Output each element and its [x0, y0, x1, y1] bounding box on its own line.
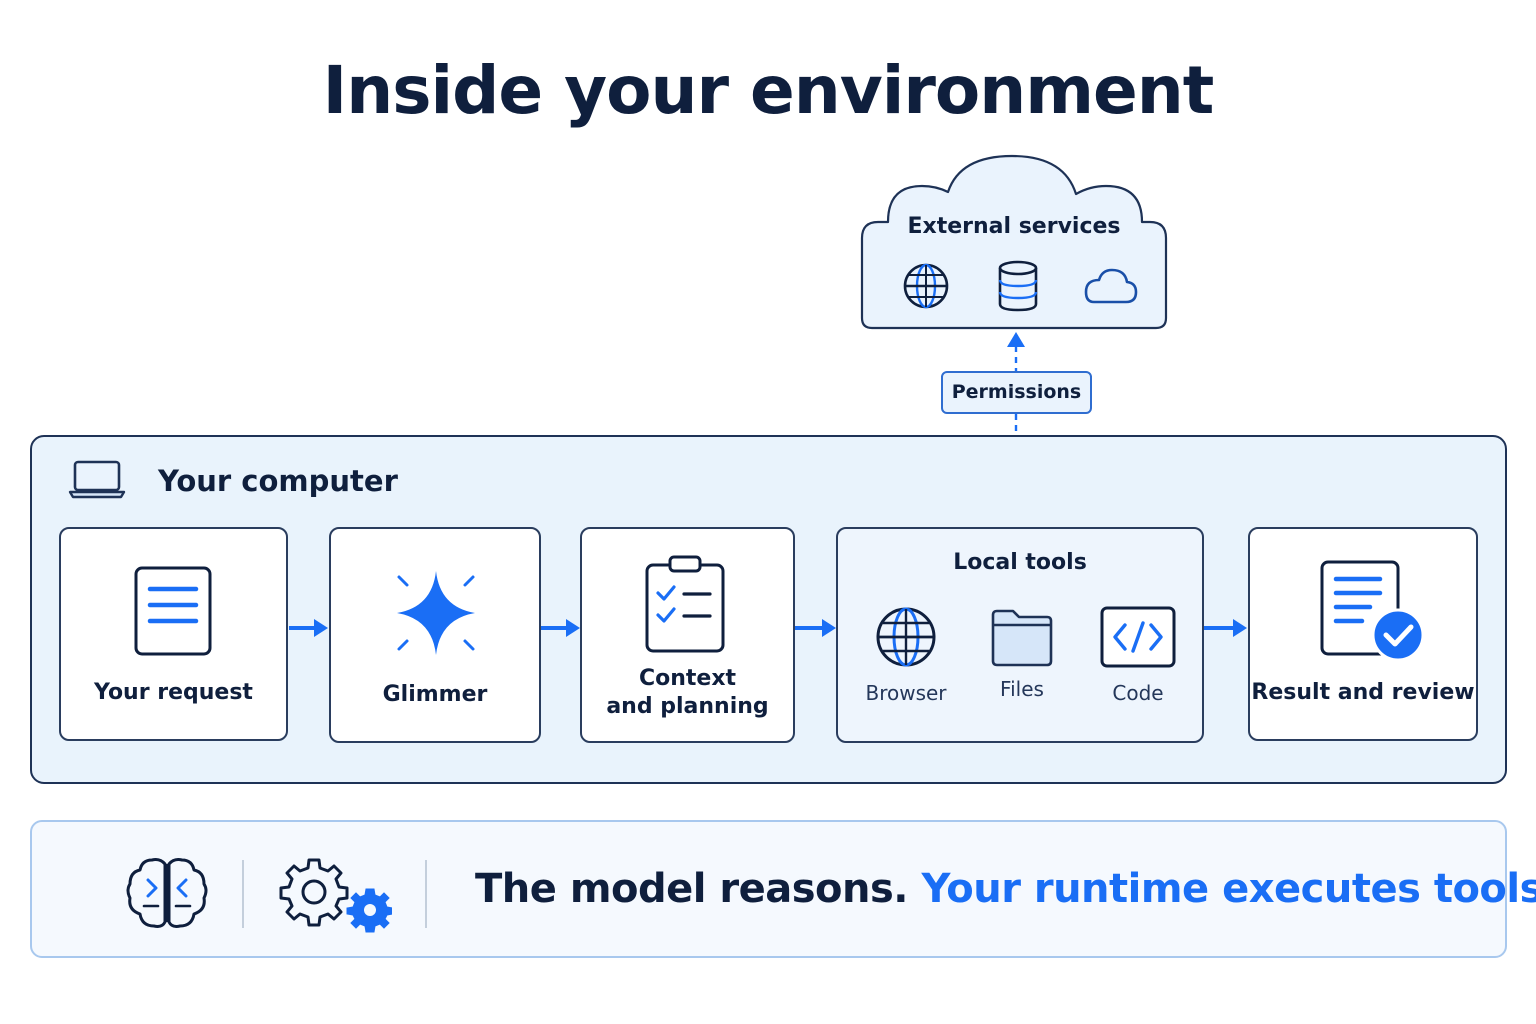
step-your-request: Your request: [59, 527, 288, 741]
footer-divider: [242, 860, 244, 928]
tool-files: Files: [976, 607, 1068, 701]
gears-icon: [278, 856, 394, 940]
step-context-and-planning: Context and planning: [580, 527, 795, 743]
folder-icon: [989, 609, 1055, 671]
globe-icon: [898, 258, 954, 314]
your-computer-title: Your computer: [158, 464, 398, 498]
external-services-title: External services: [907, 214, 1121, 239]
sparkle-icon: [393, 569, 479, 663]
step-label: Result and review: [1251, 680, 1475, 705]
code-icon: [1099, 606, 1177, 673]
brain-icon: [124, 856, 210, 934]
step-local-tools: Local tools Browser F: [836, 527, 1204, 743]
footer-divider: [425, 860, 427, 928]
database-icon: [990, 258, 1046, 314]
tool-label: Code: [1112, 681, 1164, 705]
step-label-line1: Context: [638, 666, 737, 691]
globe-icon: [874, 607, 938, 673]
page-title: Inside your environment: [322, 52, 1215, 129]
tool-label: Browser: [865, 681, 947, 705]
external-services-cloud: External services: [858, 152, 1170, 332]
step-label-line2: and planning: [606, 694, 769, 719]
step-label: Glimmer: [382, 682, 488, 707]
clipboard-checklist-icon: [644, 553, 726, 657]
step-label: Your request: [94, 680, 253, 705]
tool-code: Code: [1092, 605, 1184, 705]
tool-label: Files: [1000, 677, 1044, 701]
footer-tagline: The model reasons. Your runtime executes…: [475, 866, 1536, 912]
tool-browser: Browser: [860, 605, 952, 705]
document-icon: [133, 565, 213, 661]
tagline-model: The model reasons.: [475, 866, 909, 912]
permissions-label: Permissions: [941, 371, 1092, 414]
laptop-icon: [68, 459, 126, 503]
document-check-icon: [1318, 559, 1428, 669]
step-glimmer: Glimmer: [329, 527, 541, 743]
step-label: Local tools: [953, 550, 1087, 575]
step-result-and-review: Result and review: [1248, 527, 1478, 741]
cloud-icon: [1082, 258, 1138, 314]
tagline-runtime: Your runtime executes tools.: [921, 866, 1536, 912]
footer-banner: The model reasons. Your runtime executes…: [30, 820, 1536, 958]
